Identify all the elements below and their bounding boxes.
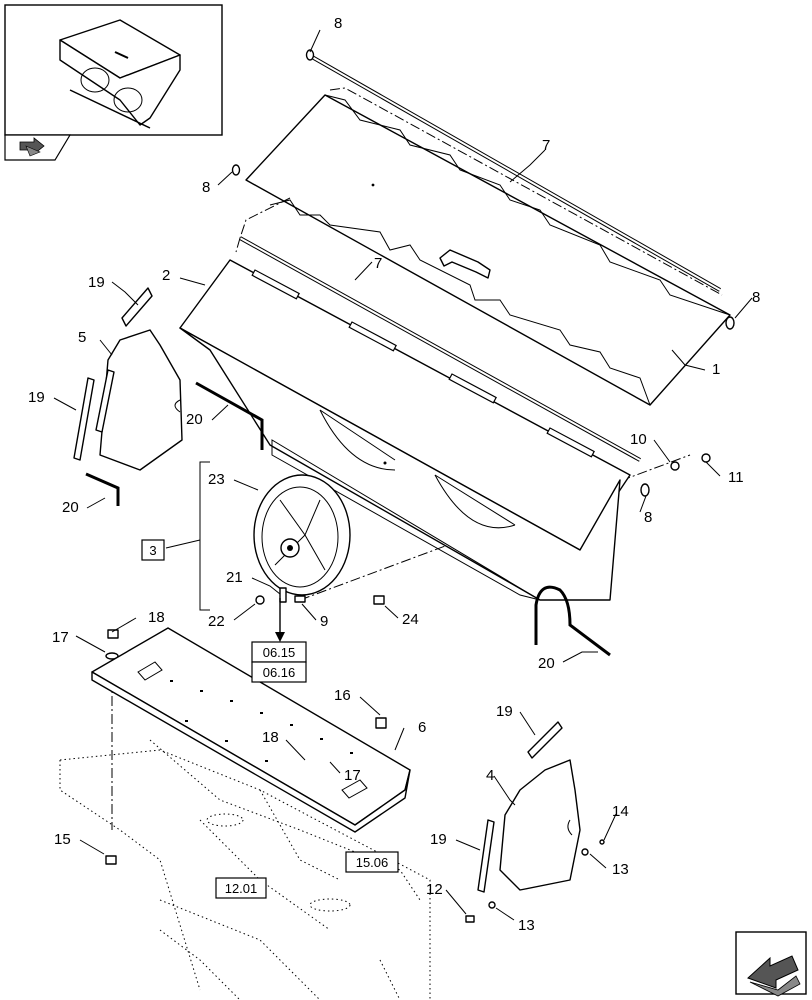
callout-14: 14 xyxy=(612,803,629,820)
shroud-part-2 xyxy=(179,259,631,601)
callout-7: 7 xyxy=(374,255,382,272)
callout-9: 9 xyxy=(320,613,328,630)
callout-8: 8 xyxy=(334,15,342,32)
callout-6: 6 xyxy=(418,719,426,736)
callout-20: 20 xyxy=(186,411,203,428)
callout-19: 19 xyxy=(88,274,105,291)
base-plate-part-6 xyxy=(91,627,411,833)
leader-lines xyxy=(53,29,753,921)
callout-1: 1 xyxy=(712,361,720,378)
ref-box-12-01[interactable]: 12.01 xyxy=(215,877,267,899)
callout-5: 5 xyxy=(78,329,86,346)
bar-part-20 xyxy=(85,381,611,657)
callout-17: 17 xyxy=(344,767,361,784)
callout-19: 19 xyxy=(430,831,447,848)
callout-13: 13 xyxy=(518,917,535,934)
callout-13: 13 xyxy=(612,861,629,878)
side-panel-part-4 xyxy=(499,759,581,891)
rod-upper-part-7 xyxy=(311,55,721,292)
callout-22: 22 xyxy=(208,613,225,630)
callout-12: 12 xyxy=(426,881,443,898)
callout-8: 8 xyxy=(752,289,760,306)
next-page-arrow-icon[interactable] xyxy=(735,931,807,997)
callout-10: 10 xyxy=(630,431,647,448)
callout-4: 4 xyxy=(486,767,494,784)
assembly-bracket xyxy=(199,461,210,611)
callout-18: 18 xyxy=(148,609,165,626)
chassis-outline xyxy=(59,739,431,1000)
callout-8: 8 xyxy=(202,179,210,196)
callout-19: 19 xyxy=(28,389,45,406)
callout-16: 16 xyxy=(334,687,351,704)
rod-lower-part-7 xyxy=(239,236,641,462)
reference-arrow xyxy=(275,598,285,642)
callout-20: 20 xyxy=(538,655,555,672)
callout-8: 8 xyxy=(644,509,652,526)
callout-2: 2 xyxy=(162,267,170,284)
thumbnail-sketch xyxy=(59,19,181,129)
ref-box-06-16[interactable]: 06.16 xyxy=(251,661,307,683)
callout-23: 23 xyxy=(208,471,225,488)
callout-21: 21 xyxy=(226,569,243,586)
svg-text:3: 3 xyxy=(149,543,156,558)
callout-19: 19 xyxy=(496,703,513,720)
ref-box-06-15[interactable]: 06.15 xyxy=(251,641,307,663)
side-panel-part-5 xyxy=(99,329,183,471)
seal-strip-part-19 xyxy=(73,287,563,893)
fan-part-23 xyxy=(253,474,351,605)
svg-text:06.16: 06.16 xyxy=(263,665,296,680)
callout-17: 17 xyxy=(52,629,69,646)
ref-box-15-06[interactable]: 15.06 xyxy=(345,851,399,873)
svg-text:15.06: 15.06 xyxy=(356,855,389,870)
callout-20: 20 xyxy=(62,499,79,516)
thumbnail-inset xyxy=(4,4,223,161)
callout-15: 15 xyxy=(54,831,71,848)
callout-18: 18 xyxy=(262,729,279,746)
svg-text:06.15: 06.15 xyxy=(263,645,296,660)
callout-7: 7 xyxy=(542,137,550,154)
top-cover-part-1 xyxy=(245,94,731,406)
svg-text:12.01: 12.01 xyxy=(225,881,258,896)
ref-box-assembly-3[interactable]: 3 xyxy=(141,539,165,561)
clip-part-8 xyxy=(231,49,735,497)
callout-11: 11 xyxy=(728,469,744,486)
callout-labels: 8 7 8 7 2 8 19 5 1 19 20 10 11 23 20 8 2… xyxy=(28,15,760,934)
callout-24: 24 xyxy=(402,611,419,628)
navigate-arrow-icon[interactable] xyxy=(19,137,45,157)
